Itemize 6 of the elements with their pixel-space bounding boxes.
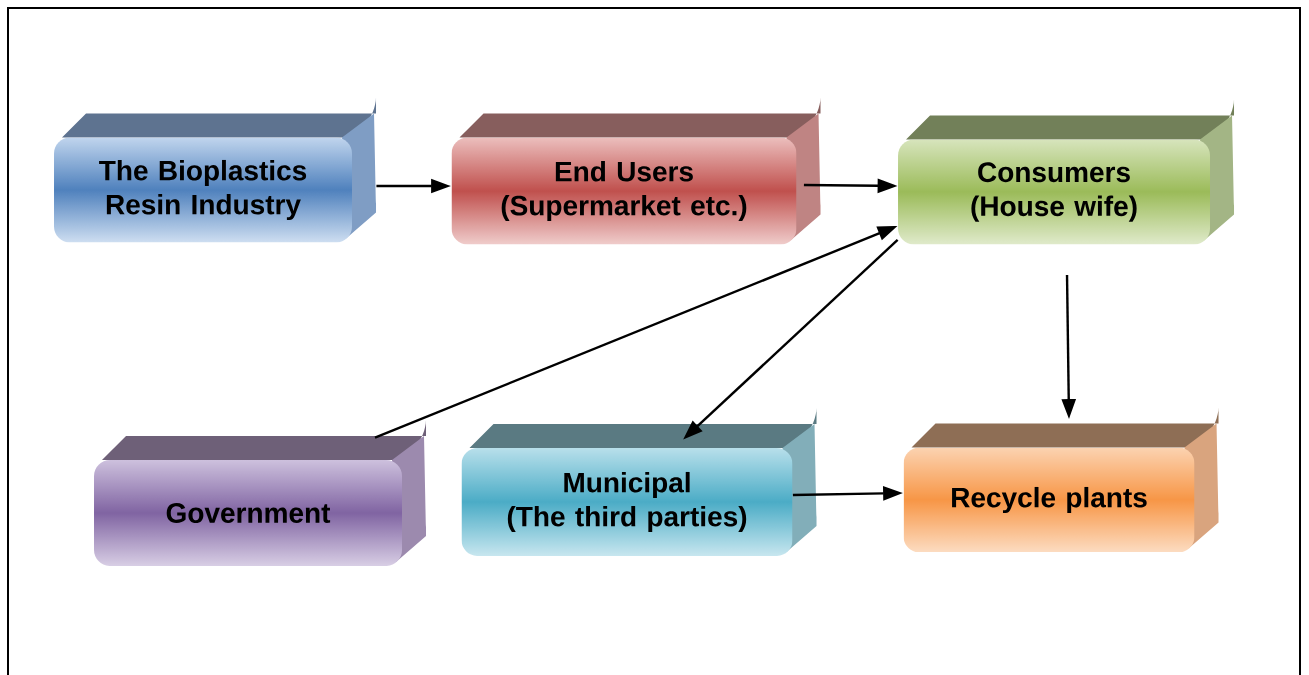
block: Consumers (House wife) — [898, 99, 1234, 245]
block: End Users (Supermarket etc.) — [451, 97, 821, 245]
block: Municipal (The third parties) — [461, 408, 817, 556]
block: Government — [94, 420, 426, 566]
block: The Bioplastics Resin Industry — [54, 97, 376, 243]
block: Recycle plants — [903, 407, 1219, 553]
